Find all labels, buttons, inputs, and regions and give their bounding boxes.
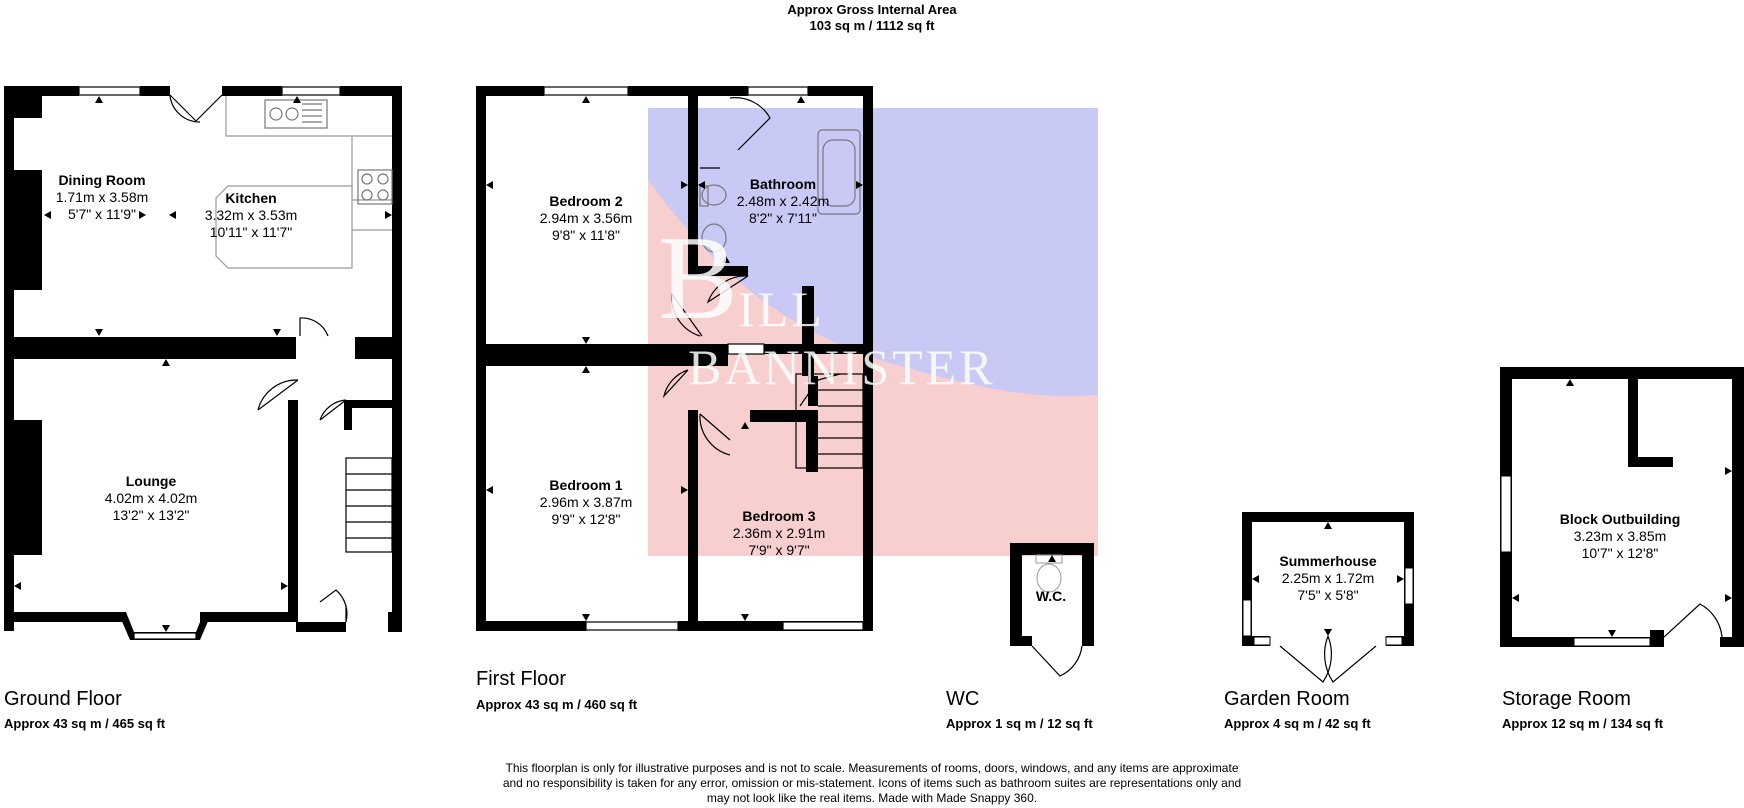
floor-area-ground: Approx 43 sq m / 465 sq ft: [4, 716, 166, 731]
room-bedroom-3: Bedroom 3 2.36m x 2.91m 7'9" x 9'7": [733, 508, 826, 559]
floor-area-wc: Approx 1 sq m / 12 sq ft: [946, 716, 1093, 731]
room-name: Summerhouse: [1279, 553, 1377, 569]
room-imperial: 9'8" x 11'8": [552, 227, 620, 243]
room-metric: 2.25m x 1.72m: [1281, 570, 1375, 586]
logo-rest-1: ILL: [738, 281, 825, 337]
floor-area-first: Approx 43 sq m / 460 sq ft: [476, 697, 638, 712]
room-name: Kitchen: [225, 190, 277, 206]
room-imperial: 10'11" x 11'7": [209, 224, 293, 240]
logo-rest-2: ANNISTER: [724, 339, 996, 395]
room-lounge: Lounge 4.02m x 4.02m 13'2" x 13'2": [105, 473, 198, 524]
floor-label-ground: Ground Floor: [4, 688, 122, 710]
bill-bannister-logo: BILL BANNISTER: [658, 218, 996, 396]
room-bedroom-1: Bedroom 1 2.96m x 3.87m 9'9" x 12'8": [540, 477, 633, 528]
gross-area-value: 103 sq m / 1112 sq ft: [809, 18, 935, 33]
room-bedroom-2: Bedroom 2 2.94m x 3.56m 9'8" x 11'8": [540, 193, 633, 244]
disclaimer-line-1: This floorplan is only for illustrative …: [505, 761, 1239, 775]
room-name: Bedroom 1: [549, 477, 623, 493]
first-floor-plan: [476, 86, 873, 631]
floor-label-wc: WC: [946, 688, 980, 710]
room-metric: 2.48m x 2.42m: [736, 193, 830, 209]
ground-floor-markers: [14, 96, 392, 632]
room-metric: 2.94m x 3.56m: [539, 210, 633, 226]
ground-floor-fixtures: [78, 86, 393, 640]
room-name: Dining Room: [58, 172, 146, 188]
room-summerhouse: Summerhouse 2.25m x 1.72m 7'5" x 5'8": [1279, 553, 1376, 604]
gross-area-title: Approx Gross Internal Area: [787, 2, 957, 17]
disclaimer: This floorplan is only for illustrative …: [372, 761, 1372, 806]
room-imperial: 5'7" x 11'9": [68, 206, 136, 222]
room-wc: W.C.: [1036, 588, 1066, 605]
room-imperial: 8'2" x 7'11": [749, 210, 817, 226]
room-name: Bedroom 2: [549, 193, 623, 209]
floor-area-garden-room: Approx 4 sq m / 42 sq ft: [1224, 716, 1371, 731]
room-metric: 4.02m x 4.02m: [104, 490, 198, 506]
logo-initial-2: B: [688, 339, 725, 395]
room-block-outbuilding: Block Outbuilding 3.23m x 3.85m 10'7" x …: [1560, 511, 1681, 562]
wc-plan: [1010, 543, 1094, 677]
room-metric: 3.32m x 3.53m: [204, 207, 298, 223]
room-bathroom: Bathroom 2.48m x 2.42m 8'2" x 7'11": [737, 176, 830, 227]
room-imperial: 10'7" x 12'8": [1581, 545, 1659, 561]
ground-floor-plan: [4, 86, 402, 640]
room-name: Lounge: [125, 473, 177, 489]
garden-room-plan: [1242, 512, 1414, 683]
floor-label-storage-room: Storage Room: [1502, 688, 1631, 710]
room-name: Bathroom: [749, 176, 817, 192]
room-name: W.C.: [1035, 588, 1067, 604]
floor-area-storage-room: Approx 12 sq m / 134 sq ft: [1502, 716, 1664, 731]
disclaimer-line-2: and no responsibility is taken for any e…: [502, 776, 1242, 790]
first-floor-fixtures: [543, 86, 864, 631]
room-metric: 2.96m x 3.87m: [539, 494, 633, 510]
room-imperial: 9'9" x 12'8": [551, 511, 621, 527]
disclaimer-line-3: may not look like the real items. Made w…: [706, 791, 1038, 805]
room-imperial: 13'2" x 13'2": [112, 507, 190, 523]
room-imperial: 7'9" x 9'7": [748, 542, 810, 558]
room-name: Block Outbuilding: [1559, 511, 1681, 527]
room-metric: 3.23m x 3.85m: [1573, 528, 1667, 544]
first-floor-markers: [486, 96, 863, 621]
storage-room-plan: [1500, 367, 1744, 647]
room-kitchen: Kitchen 3.32m x 3.53m 10'11" x 11'7": [205, 190, 298, 241]
room-metric: 1.71m x 3.58m: [55, 189, 149, 205]
logo-initial-1: B: [658, 211, 739, 344]
room-imperial: 7'5" x 5'8": [1297, 587, 1359, 603]
floor-label-first: First Floor: [476, 668, 566, 690]
floor-label-garden-room: Garden Room: [1224, 688, 1350, 710]
room-name: Bedroom 3: [742, 508, 816, 524]
room-metric: 2.36m x 2.91m: [732, 525, 826, 541]
room-dining-room: Dining Room 1.71m x 3.58m 5'7" x 11'9": [56, 172, 149, 223]
